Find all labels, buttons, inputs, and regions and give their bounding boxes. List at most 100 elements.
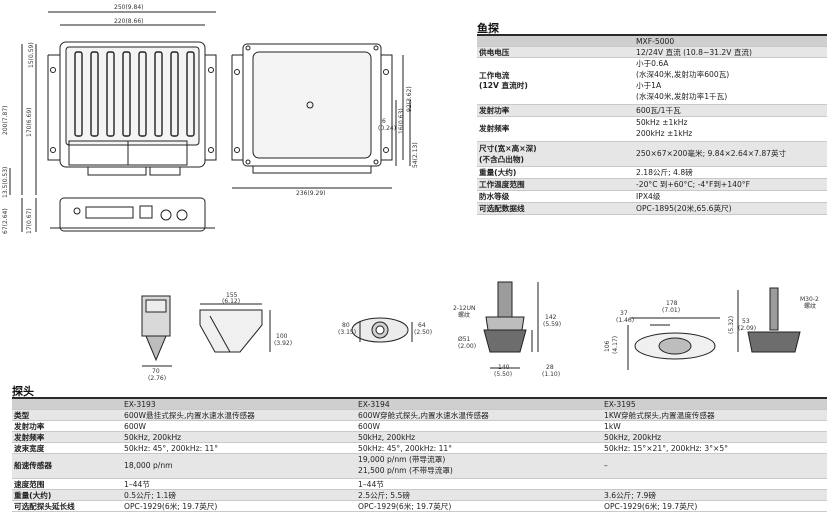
ff-row-cable: 可选配数据线 OPC-1895(20米,65.6英尺)	[477, 203, 827, 215]
tr-value: 600W	[358, 422, 381, 431]
fishfinder-rule	[477, 34, 827, 36]
ff-label: 发射频率	[479, 124, 510, 133]
ex3195-w178b: (7.01)	[662, 307, 681, 314]
tr-value: 50kHz, 200kHz	[124, 433, 182, 442]
ff-value: 12/24V 直流 (10.8~31.2V 直流)	[636, 48, 752, 57]
tr-label: 可选配探头延长线	[14, 502, 75, 511]
tr-row-speedsensor: 船速传感器 18,000 p/nm 19,000 p/nm (带导流罩) 21,…	[12, 454, 827, 479]
ff-value: 50kHz ±1kHz	[636, 118, 688, 127]
unit-drawing	[9, 11, 411, 232]
dim-h67: 67(2.64)	[2, 208, 9, 234]
tr-value: 50kHz: 45°, 200kHz: 11°	[358, 444, 453, 453]
ff-label: 尺寸(宽×高×深)	[479, 144, 537, 153]
ex3195-w178: 178	[666, 300, 678, 307]
ff-value: 小于0.6A	[636, 59, 669, 68]
ff-row-ipx: 防水等级 IPX4级	[477, 191, 827, 203]
ff-row-current: 工作电流 (12V 直流时) 小于0.6A (水深40米,发射功率600瓦) 小…	[477, 58, 827, 105]
transducer-drawings	[141, 281, 801, 370]
dim-d236: 236(9.29)	[296, 190, 326, 197]
ff-row-freq: 发射频率 50kHz ±1kHz 200kHz ±1kHz	[477, 117, 827, 142]
tr-label: 类型	[14, 411, 30, 420]
ex3194-w140: 140	[498, 364, 510, 371]
ff-value: 200kHz ±1kHz	[636, 129, 693, 138]
ex3194-w80b: (3.15)	[338, 329, 357, 336]
ex3195-h106: 106	[604, 340, 611, 352]
ex3193-w70: 70	[152, 368, 160, 375]
tr-value: –	[604, 461, 608, 470]
dim-h200: 200(7.87)	[2, 105, 9, 136]
tr-value: 18,000 p/nm	[124, 461, 173, 470]
tr-row-freq: 发射频率 50kHz, 200kHz 50kHz, 200kHz 50kHz, …	[12, 432, 827, 443]
ex3194-d51b: (2.00)	[458, 343, 477, 350]
ff-label: (不含凸出物)	[479, 155, 524, 164]
dim-d6b: (0.24)	[378, 125, 397, 132]
ff-label: 发射功率	[479, 106, 510, 115]
tr-model-3: EX-3195	[604, 400, 636, 409]
ex3195-h53c: (5.32)	[728, 315, 735, 334]
ex3194-w64: 64	[418, 322, 426, 329]
dim-d6: 6	[382, 118, 386, 125]
ex3194-thread: 2-12UN	[453, 305, 476, 312]
tr-label: 波束宽度	[14, 444, 45, 453]
tr-value: 1kW	[604, 422, 621, 431]
tr-model-1: EX-3193	[124, 400, 156, 409]
tr-value: 21,500 p/nm (不带导流罩)	[358, 466, 453, 475]
tr-value: 50kHz, 200kHz	[604, 433, 662, 442]
ff-value: IPX4级	[636, 192, 661, 201]
dim-w250: 250(9.84)	[114, 4, 144, 11]
ex3193-h100b: (3.92)	[274, 340, 293, 347]
dim-h170: 170(6.69)	[26, 107, 33, 138]
tr-row-cable: 可选配探头延长线 OPC-1929(6米; 19.7英尺) OPC-1929(6…	[12, 501, 827, 512]
tr-row-beam: 波束宽度 50kHz: 45°, 200kHz: 11° 50kHz: 45°,…	[12, 443, 827, 454]
tr-label: 船速传感器	[14, 461, 52, 470]
ex3194-w80: 80	[342, 322, 350, 329]
tr-value	[602, 479, 606, 481]
tr-row-weight: 重量(大约) 0.5公斤; 1.1磅 2.5公斤; 5.5磅 3.6公斤; 7.…	[12, 490, 827, 501]
dim-h13: 13.5(0.53)	[2, 166, 9, 198]
ff-label: 供电电压	[479, 48, 510, 57]
ff-label: (12V 直流时)	[479, 81, 528, 90]
ex3194-h28b: (1.10)	[542, 371, 561, 378]
tr-value: 1–44节	[358, 480, 384, 489]
ff-value: 2.18公斤; 4.8磅	[636, 168, 693, 177]
tr-value: 2.5公斤; 5.5磅	[358, 491, 410, 500]
tr-value: 50kHz, 200kHz	[358, 433, 416, 442]
ex3193-w155: 155	[226, 292, 238, 299]
tr-header-row: EX-3193 EX-3194 EX-3195	[12, 399, 827, 410]
ff-value: -20°C 到+60°C; -4°F到+140°F	[636, 180, 750, 189]
ex3194-w64b: (2.50)	[414, 329, 433, 336]
tr-value: 50kHz: 45°, 200kHz: 11°	[124, 444, 219, 453]
tr-value: 1–44节	[124, 480, 150, 489]
dim-h15: 15(0.59)	[28, 42, 35, 68]
ex3194-thread2: 螺纹	[458, 312, 471, 319]
tr-row-power: 发射功率 600W 600W 1kW	[12, 421, 827, 432]
ff-value: (水深40米,发射功率1千瓦)	[636, 92, 728, 101]
ff-label: 工作温度范围	[479, 180, 525, 189]
ff-value: (水深40米,发射功率600瓦)	[636, 70, 730, 79]
dim-d16: 16(0.63)	[398, 108, 405, 134]
fishfinder-model-row: MXF-5000	[477, 36, 827, 47]
ff-value: 小于1A	[636, 81, 662, 90]
ff-value: 250×67×200毫米; 9.84×2.64×7.87英寸	[636, 149, 787, 158]
tr-row-type: 类型 600W悬挂式探头,内置水速水温传感器 600W穿舱式探头,内置水速水温传…	[12, 410, 827, 421]
ex3195-h53b: (2.09)	[738, 325, 757, 332]
dim-h17: 17(0.67)	[26, 208, 33, 234]
ex3194-w140b: (5.50)	[494, 371, 513, 378]
tr-label: 重量(大约)	[14, 491, 52, 500]
ex3193-h100: 100	[276, 333, 288, 340]
ff-row-voltage: 供电电压 12/24V 直流 (10.8~31.2V 直流)	[477, 47, 827, 58]
fishfinder-model: MXF-5000	[636, 37, 675, 46]
ex3195-h106b: (4.17)	[612, 335, 619, 354]
ff-row-weight: 重量(大约) 2.18公斤; 4.8磅	[477, 167, 827, 179]
tr-value: 0.5公斤; 1.1磅	[124, 491, 176, 500]
tr-value: 600W悬挂式探头,内置水速水温传感器	[124, 411, 255, 420]
ex3195-thread: M30-2	[800, 296, 819, 303]
tr-value: OPC-1929(6米; 19.7英尺)	[358, 502, 452, 511]
tr-value: OPC-1929(6米; 19.7英尺)	[604, 502, 698, 511]
tr-value: 3.6公斤; 7.9磅	[604, 491, 656, 500]
ex3193-w70b: (2.76)	[148, 375, 167, 382]
tr-row-speedrange: 速度范围 1–44节 1–44节	[12, 479, 827, 490]
ex3194-h142b: (5.59)	[543, 321, 562, 328]
ex3194-h142: 142	[545, 314, 557, 321]
ex3193-w155b: (6.12)	[222, 298, 241, 305]
